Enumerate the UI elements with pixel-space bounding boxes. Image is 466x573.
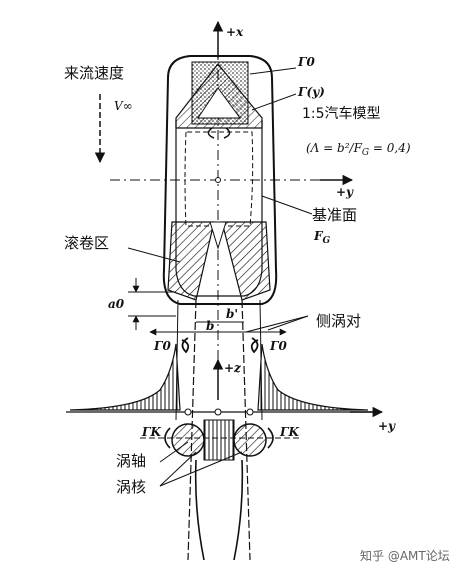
wake-line-left [187, 299, 197, 561]
axis-z-label: +z [224, 361, 242, 375]
vortex-center-hatch [203, 419, 235, 461]
reference-area-symbol: FG [313, 229, 331, 246]
axis-y-top-label: +y [336, 185, 354, 199]
v-infinity-label: V∞ [114, 99, 133, 113]
vortex-axis-dot-left [184, 408, 192, 416]
freestream-speed-label: 来流速度 [64, 64, 124, 82]
centre-point [215, 177, 221, 183]
aspect-ratio-label: (Λ = b²/FG = 0,4) [306, 141, 411, 158]
axis-y-bottom-label: +y [378, 419, 396, 433]
vortex-axis-dot-right [246, 408, 254, 416]
wake-line-right [241, 299, 251, 561]
reference-area-label: 基准面 [312, 206, 357, 224]
gammak-right-arrow [267, 427, 274, 449]
model-title-label: 1:5汽车模型 [302, 105, 381, 122]
leader-vortex-axis [159, 441, 189, 463]
gammak-right-label: ΓK [279, 425, 300, 439]
vortex-core-label: 涡核 [116, 478, 146, 496]
vortex-core-left [171, 423, 205, 457]
car-outline [162, 55, 278, 305]
leader-rollup [127, 247, 181, 263]
velocity-curve-right [257, 343, 369, 411]
b-prime-label: b' [226, 307, 238, 321]
leader-gammay [251, 93, 297, 111]
gammak-left-label: ΓK [141, 425, 162, 439]
vortex-axis-dot-center [214, 408, 222, 416]
side-vortex-pair-label: 侧涡对 [316, 312, 361, 330]
rollup-region-right [221, 221, 271, 301]
gammak-left-arrow [164, 427, 171, 449]
velocity-curve-left [69, 343, 181, 411]
a0-label: a0 [108, 297, 125, 311]
front-rotation-arrow-2 [223, 127, 231, 139]
gamma0-top-label: Γ0 [297, 55, 316, 69]
leader-reference [261, 195, 313, 215]
b-label: b [206, 319, 214, 333]
vortex-left-top [181, 337, 190, 354]
front-wedge-inner [197, 87, 241, 119]
rollup-region-label: 滚卷区 [64, 234, 109, 252]
leader-side-vortex-1 [245, 315, 309, 333]
leader-vortex-core [159, 451, 197, 487]
leader-side-vortex-2 [267, 315, 309, 331]
watermark: 知乎 @AMT论坛 [360, 549, 450, 563]
gamma-y-label: Γ(y) [297, 85, 325, 99]
axis-x-label: +x [226, 25, 244, 39]
vortex-core-right [233, 423, 267, 457]
gamma0-right-label: Γ0 [269, 339, 288, 353]
rollup-center-gap [209, 221, 227, 250]
front-rotation-arrow [207, 127, 215, 139]
vortex-axis-label: 涡轴 [116, 452, 146, 470]
leader-vortex-core-2 [159, 451, 243, 487]
bottom-wake [194, 459, 244, 561]
vortex-right-top [250, 337, 259, 354]
gamma0-left-label: Γ0 [153, 339, 172, 353]
leader-gamma0 [249, 67, 297, 75]
